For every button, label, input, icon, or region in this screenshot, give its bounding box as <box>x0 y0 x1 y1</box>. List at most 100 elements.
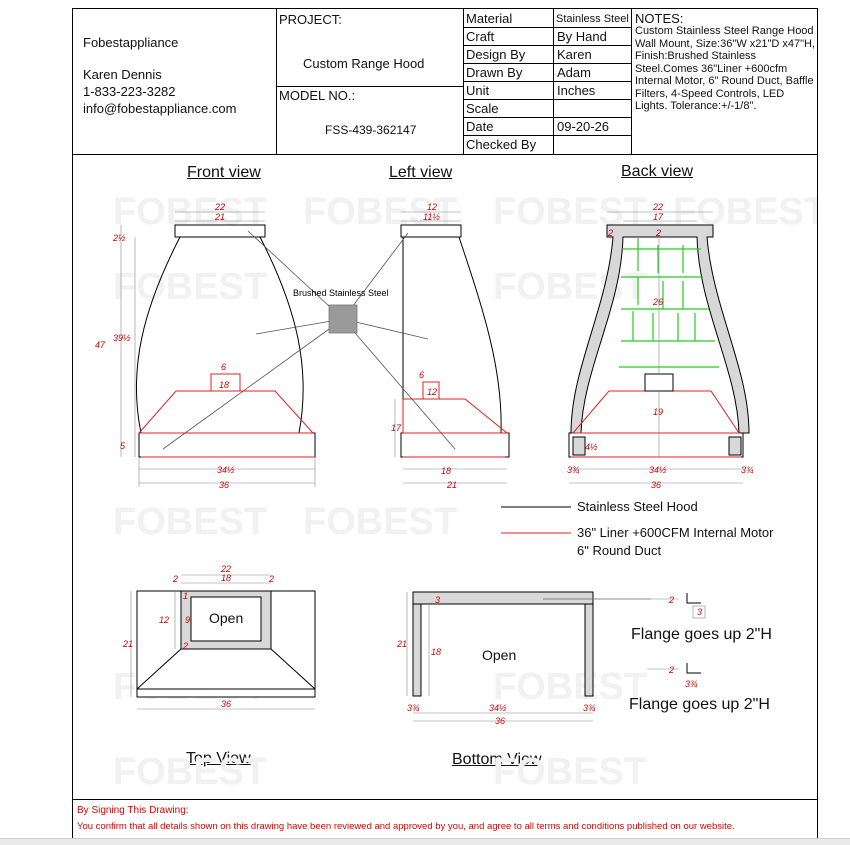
top-view-drawing <box>130 574 316 710</box>
left-view-title: Left view <box>389 164 453 181</box>
svg-text:26: 26 <box>652 297 663 307</box>
technical-drawing: FOBEST FOBEST FOBEST FOBEST FOBEST FOBES… <box>95 191 817 793</box>
model-number: FSS-439-362147 <box>325 123 417 137</box>
legend-red-label-1: 36" Liner +600CFM Internal Motor <box>577 525 774 540</box>
bottom-view-open-label: Open <box>482 647 517 663</box>
project-label: PROJECT: <box>279 12 342 27</box>
project-name: Custom Range Hood <box>303 56 425 71</box>
model-label: MODEL NO.: <box>279 88 356 103</box>
svg-text:12: 12 <box>427 387 437 397</box>
svg-text:FOBEST: FOBEST <box>493 266 647 308</box>
flange-label-1: Flange goes up 2"H <box>631 626 772 643</box>
material-label: Brushed Stainless Steel <box>293 288 389 298</box>
svg-text:34½: 34½ <box>489 703 507 713</box>
svg-text:2: 2 <box>668 595 674 605</box>
svg-text:2: 2 <box>655 228 661 238</box>
notes-title: NOTES: <box>635 11 684 26</box>
contact-phone: 1-833-223-3282 <box>83 84 176 99</box>
sign-body: You confirm that all details shown on th… <box>77 821 735 832</box>
flange-dims: 2 3 2 3¾ <box>668 595 702 689</box>
svg-text:FOBEST: FOBEST <box>493 751 647 793</box>
contact-email: info@fobestappliance.com <box>83 101 237 116</box>
svg-text:FOBEST: FOBEST <box>493 666 647 708</box>
sign-divider <box>73 799 817 800</box>
legend-red-label-2: 6" Round Duct <box>577 543 662 558</box>
spec-label-drawn: Drawn By <box>466 65 523 80</box>
svg-text:2½: 2½ <box>112 233 126 243</box>
sign-title: By Signing This Drawing: <box>77 805 189 816</box>
notes-block: NOTES: Custom Stainless Steel Range Hood… <box>635 12 817 113</box>
svg-text:34½: 34½ <box>217 465 235 475</box>
svg-text:36: 36 <box>219 480 229 490</box>
svg-text:2: 2 <box>607 228 613 238</box>
svg-text:18: 18 <box>441 466 451 476</box>
back-view-title: Back view <box>621 163 694 180</box>
spec-value-design: Karen <box>557 47 592 62</box>
svg-text:21: 21 <box>214 212 225 222</box>
svg-text:6: 6 <box>221 362 226 372</box>
svg-text:6: 6 <box>419 370 424 380</box>
svg-text:21: 21 <box>396 639 407 649</box>
svg-text:9: 9 <box>185 615 190 625</box>
svg-text:12: 12 <box>159 615 169 625</box>
svg-text:2: 2 <box>268 574 274 584</box>
svg-text:5: 5 <box>120 441 126 451</box>
svg-text:11½: 11½ <box>423 212 440 222</box>
spec-value-date: 09-20-26 <box>557 119 610 134</box>
svg-text:3¾: 3¾ <box>685 679 698 689</box>
top-view-dims: 22 18 2 2 1 9 12 2 21 36 <box>122 564 274 709</box>
flange-details <box>647 593 706 674</box>
svg-text:FOBEST: FOBEST <box>113 501 267 543</box>
back-view-baffles <box>619 237 719 368</box>
bottom-view-drawing <box>406 591 651 722</box>
svg-text:3: 3 <box>697 607 702 617</box>
svg-text:3¾: 3¾ <box>583 703 596 713</box>
spec-label-craft: Craft <box>466 29 495 44</box>
top-view-open-label: Open <box>209 610 244 626</box>
title-divider-1 <box>276 9 277 154</box>
project-model-divider <box>276 86 463 87</box>
svg-text:36: 36 <box>651 480 661 490</box>
back-view-dimlines <box>569 211 743 484</box>
svg-text:18: 18 <box>221 573 231 583</box>
svg-text:17: 17 <box>391 423 402 433</box>
material-callout <box>162 230 456 450</box>
svg-text:21: 21 <box>446 480 457 490</box>
spec-value-material: Stainless Steel <box>556 13 629 25</box>
svg-text:1: 1 <box>183 591 188 601</box>
left-view-dims: 12 11½ 6 12 17 18 21 <box>391 202 457 490</box>
contact-name: Karen Dennis <box>83 67 162 82</box>
front-view-title: Front view <box>187 164 261 181</box>
svg-text:21: 21 <box>122 639 133 649</box>
bottom-view-dims: 3 21 18 3¾ 34½ 3¾ 36 <box>396 595 596 726</box>
svg-text:2: 2 <box>182 641 188 651</box>
notes-body: Custom Stainless Steel Range Hood Wall M… <box>635 25 816 112</box>
svg-text:12: 12 <box>427 202 437 212</box>
spec-value-drawn: Adam <box>557 65 591 80</box>
spec-label-date: Date <box>466 119 494 134</box>
svg-text:18: 18 <box>219 380 229 390</box>
svg-text:3¾: 3¾ <box>741 465 754 475</box>
front-view-drawing <box>120 211 316 487</box>
svg-text:3: 3 <box>435 595 440 605</box>
flange-label-2: Flange goes up 2"H <box>629 696 770 713</box>
spec-label-scale: Scale <box>466 101 499 116</box>
svg-text:FOBEST: FOBEST <box>113 751 267 793</box>
spec-value-craft: By Hand <box>557 29 607 44</box>
front-view-dims: 22 21 2½ 47 39½ 6 18 5 34½ 36 <box>95 202 235 490</box>
svg-text:34½: 34½ <box>649 465 667 475</box>
svg-text:36: 36 <box>221 699 231 709</box>
bottom-view-title: Bottom View <box>452 751 542 768</box>
drawing-sheet: Fobestappliance Karen Dennis 1-833-223-3… <box>72 8 818 840</box>
spec-label-checked: Checked By <box>466 137 537 152</box>
svg-text:FOBEST: FOBEST <box>303 501 457 543</box>
svg-text:39½: 39½ <box>113 333 131 343</box>
svg-text:47: 47 <box>95 340 106 350</box>
svg-text:FOBEST: FOBEST <box>113 266 267 308</box>
horizontal-scrollbar[interactable] <box>0 838 850 845</box>
svg-text:36: 36 <box>495 716 505 726</box>
svg-text:3¾: 3¾ <box>567 465 580 475</box>
svg-text:18: 18 <box>431 647 441 657</box>
top-view-title: Top View <box>186 750 251 767</box>
spec-label-unit: Unit <box>466 83 490 98</box>
